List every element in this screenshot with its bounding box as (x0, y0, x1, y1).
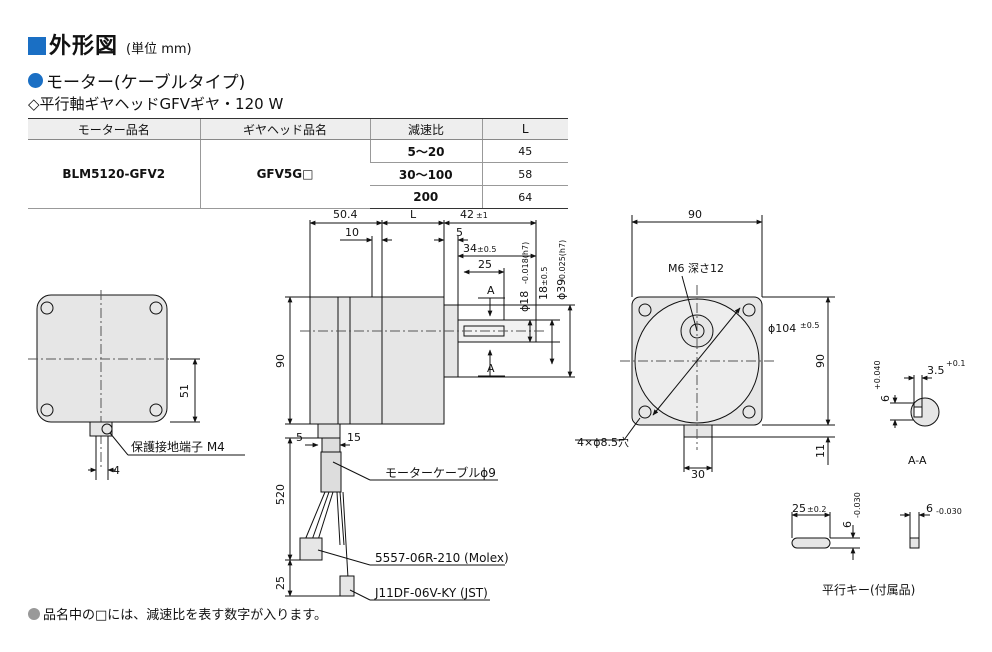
dim-phi39-tol: -0.025(h7) (558, 240, 567, 282)
key-6-section: 6 (879, 395, 892, 402)
dim-520: 520 (274, 484, 287, 505)
key-25: 25 (792, 502, 806, 515)
key-6-section-tol: +0.040 (873, 360, 882, 390)
section-heading: 外形図 (単位 mm) (28, 28, 192, 60)
dim-42-tol: ±1 (476, 211, 488, 220)
subheading-text: モーター(ケーブルタイプ) (46, 73, 246, 93)
footnote: 品名中の□には、減速比を表す数字が入ります。 (28, 604, 327, 623)
dim-25-cable: 25 (274, 576, 287, 590)
cable-label: モーターケーブルϕ9 (385, 465, 496, 480)
heading-unit: (単位 mm) (126, 42, 192, 57)
dim-90-right: 90 (814, 354, 827, 368)
ratio-cell: 200 (370, 185, 482, 209)
ground-terminal-label: 保護接地端子 M4 (131, 439, 225, 454)
key-6-side-tol: -0.030 (853, 492, 862, 518)
gear-cell: GFV5G□ (199, 139, 370, 209)
dim-50-4: 50.4 (333, 208, 358, 221)
ratio-cell: 5～20 (369, 139, 482, 163)
dim-11: 11 (814, 444, 827, 458)
blue-square-icon (28, 37, 46, 55)
side-view-motor (285, 220, 575, 601)
header-motor: モーター品名 (28, 118, 200, 140)
dim-5: 5 (456, 226, 463, 239)
blue-dot-icon (28, 73, 43, 88)
ratio-cell: 30～100 (370, 162, 482, 186)
gray-dot-icon (28, 607, 40, 620)
footnote-text: 品名中の□には、減速比を表す数字が入ります。 (43, 608, 327, 623)
l-cell: 64 (481, 185, 568, 209)
motor-cell: BLM5120-GFV2 (28, 139, 200, 209)
dim-42: 42 (460, 208, 474, 221)
dim-phi18: ϕ18 (518, 291, 531, 312)
l-cell: 45 (481, 139, 568, 163)
dim-phi18-tol: -0.018(h7) (521, 242, 530, 284)
table-header-row: モーター品名 ギヤヘッド品名 減速比 L (28, 118, 568, 140)
dim-phi39: ϕ39 (555, 279, 568, 300)
key-3-5-tol: +0.1 (946, 359, 965, 368)
dim-18: 18 (537, 286, 550, 300)
dim-34-tol: ±0.5 (477, 245, 496, 254)
dim-34: 34 (463, 242, 477, 255)
table-row: BLM5120-GFV2 GFV5G□ 5～20 45 (28, 139, 568, 209)
dim-90-side: 90 (274, 354, 287, 368)
dim-90-top: 90 (688, 208, 702, 221)
section-a-bottom: A (487, 362, 495, 375)
molex-label: 5557-06R-210 (Molex) (375, 551, 509, 565)
parallel-keys (791, 512, 930, 560)
dim-l: L (410, 208, 417, 221)
dim-18-tol: ±0.5 (540, 267, 549, 286)
dim-4: 4 (113, 464, 120, 477)
key-caption: 平行キー(付属品) (822, 583, 915, 597)
l-cell: 58 (481, 162, 568, 186)
key-25-tol: ±0.2 (807, 505, 826, 514)
dim-phi104: ϕ104 (768, 322, 796, 335)
holes-label: 4×ϕ8.5穴 (577, 435, 629, 449)
jst-label: J11DF-06V-KY (JST) (374, 586, 488, 600)
subheading: モーター(ケーブルタイプ) (28, 68, 245, 93)
key-6-end-tol: -0.030 (936, 507, 962, 516)
key-6-end: 6 (926, 502, 933, 515)
header-gear: ギヤヘッド品名 (199, 118, 370, 140)
spec-table: モーター品名 ギヤヘッド品名 減速比 L BLM5120-GFV2 GFV5G□… (28, 118, 568, 209)
section-a-top: A (487, 284, 495, 297)
spec-line: ◇平行軸ギヤヘッドGFVギヤ・120 W (28, 95, 284, 113)
heading-title: 外形図 (49, 34, 119, 59)
dim-phi104-tol: ±0.5 (800, 321, 819, 330)
key-3-5: 3.5 (927, 364, 945, 377)
dim-30: 30 (691, 468, 705, 481)
header-l: L (481, 118, 568, 140)
gear-front-view (575, 215, 835, 472)
dim-10: 10 (345, 226, 359, 239)
header-ratio: 減速比 (369, 118, 482, 140)
section-aa-label: A-A (908, 454, 927, 467)
table-row: 30～100 58 (28, 162, 568, 186)
dim-51: 51 (178, 384, 191, 398)
section-aa (890, 375, 940, 428)
dim-5-cable: 5 (296, 431, 303, 444)
table-row: 200 64 (28, 185, 568, 209)
m6-label: M6 深さ12 (668, 262, 724, 275)
front-view-motor (28, 290, 245, 480)
dim-25: 25 (478, 258, 492, 271)
dim-15: 15 (347, 431, 361, 444)
key-6-side: 6 (841, 521, 854, 528)
